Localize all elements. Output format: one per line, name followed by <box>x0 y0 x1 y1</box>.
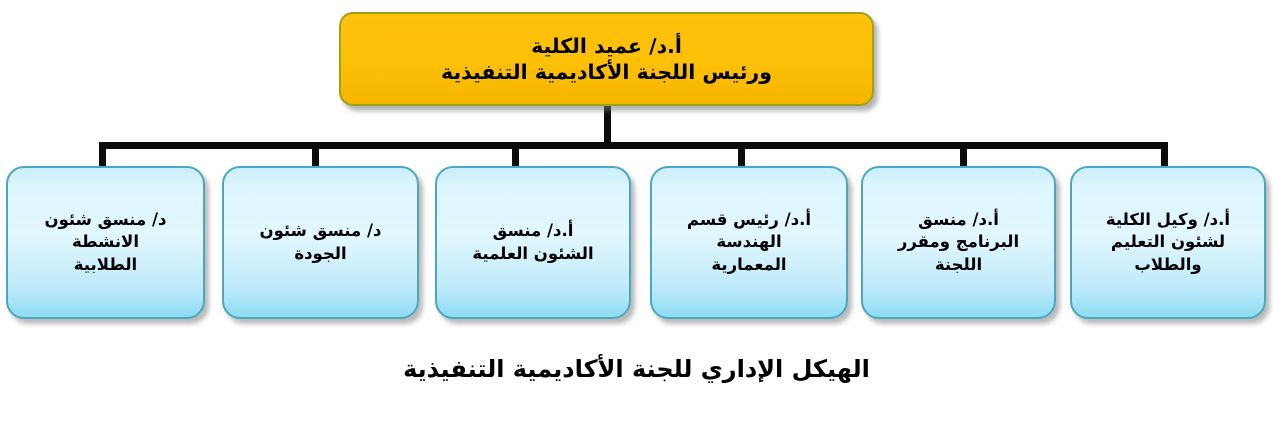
org-node-text: أ.د/ رئيس قسم الهندسة المعمارية <box>662 209 836 276</box>
diagram-caption: الهيكل الإداري للجنة الأكاديمية التنفيذي… <box>403 355 870 383</box>
child-stem-connector-4 <box>512 142 519 168</box>
org-node-root-line-1: أ.د/ عميد الكلية <box>531 33 682 58</box>
org-node-line-3: اللجنة <box>934 254 983 274</box>
child-stem-connector-1 <box>1161 142 1168 168</box>
org-node-text: أ.د/ وكيل الكلية لشئون التعليم والطلاب <box>1082 209 1254 276</box>
org-node-text: أ.د/ منسق البرنامج ومقرر اللجنة <box>873 209 1044 276</box>
org-node-line-2: الجودة <box>294 243 347 263</box>
org-node-student-activities-coordinator[interactable]: د/ منسق شئون الانشطة الطلابية <box>6 166 205 319</box>
org-node-line-2: الهندسة <box>716 232 782 252</box>
org-node-root-text: أ.د/ عميد الكلية ورئيس اللجنة الأكاديمية… <box>357 33 856 85</box>
child-stem-connector-3 <box>738 142 745 168</box>
org-node-line-2: لشئون التعليم <box>1110 232 1226 252</box>
org-node-text: د/ منسق شئون الانشطة الطلابية <box>18 209 193 276</box>
org-node-line-2: البرنامج ومقرر <box>897 232 1020 252</box>
org-node-line-1: أ.د/ وكيل الكلية <box>1105 210 1231 230</box>
org-node-quality-affairs-coordinator[interactable]: د/ منسق شئون الجودة <box>222 166 419 319</box>
org-node-root-line-2: ورئيس اللجنة الأكاديمية التنفيذية <box>441 60 772 84</box>
org-node-line-1: أ.د/ رئيس قسم <box>686 210 812 230</box>
horizontal-bus-connector <box>99 142 1168 149</box>
org-node-head-architecture-department[interactable]: أ.د/ رئيس قسم الهندسة المعمارية <box>650 166 848 319</box>
org-node-line-2: الشئون العلمية <box>472 243 594 263</box>
child-stem-connector-6 <box>99 142 106 168</box>
org-node-line-1: د/ منسق شئون <box>44 210 167 230</box>
org-node-line-2: الانشطة <box>71 232 139 252</box>
child-stem-connector-5 <box>312 142 319 168</box>
org-node-vice-dean-education-students[interactable]: أ.د/ وكيل الكلية لشئون التعليم والطلاب <box>1070 166 1266 319</box>
org-node-line-3: المعمارية <box>711 254 787 274</box>
org-node-line-1: د/ منسق شئون <box>259 221 382 241</box>
child-stem-connector-2 <box>960 142 967 168</box>
org-node-line-1: أ.د/ منسق <box>492 221 574 241</box>
org-node-scientific-affairs-coordinator[interactable]: أ.د/ منسق الشئون العلمية <box>435 166 631 319</box>
org-node-line-1: أ.د/ منسق <box>918 210 999 230</box>
org-node-line-3: والطلاب <box>1134 254 1202 274</box>
org-node-text: د/ منسق شئون الجودة <box>234 220 407 265</box>
org-node-dean-root[interactable]: أ.د/ عميد الكلية ورئيس اللجنة الأكاديمية… <box>339 12 874 106</box>
org-node-program-coordinator-committee-rapporteur[interactable]: أ.د/ منسق البرنامج ومقرر اللجنة <box>861 166 1056 319</box>
org-node-text: أ.د/ منسق الشئون العلمية <box>447 220 619 265</box>
root-stem-connector <box>604 106 611 146</box>
org-node-line-3: الطلابية <box>73 254 138 274</box>
